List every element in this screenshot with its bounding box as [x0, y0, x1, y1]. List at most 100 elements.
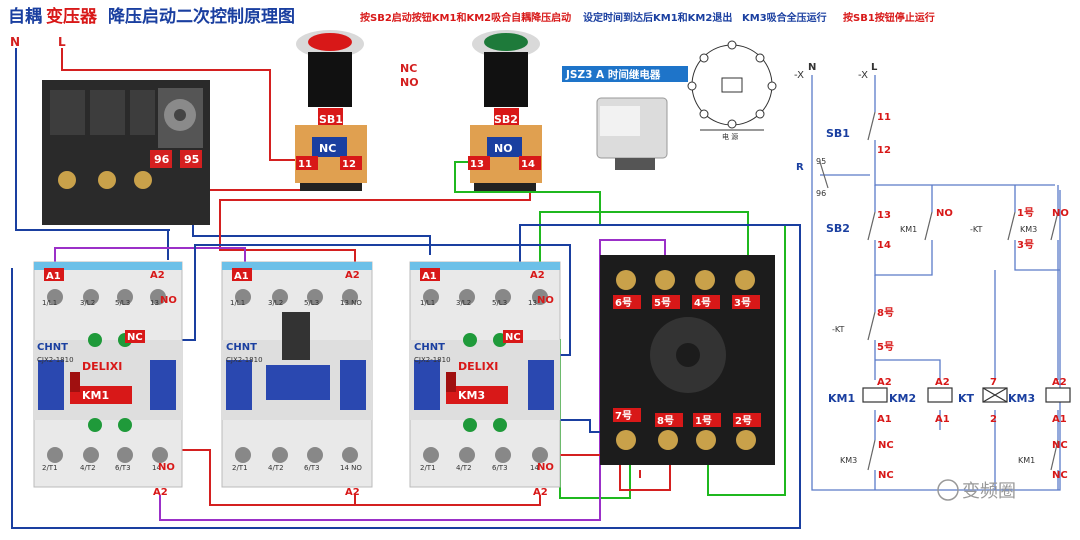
- sb1-pushbutton[interactable]: SB1 NC 11 12: [295, 30, 367, 191]
- sch-r95: 95: [816, 157, 826, 166]
- km2-term-t2: 4/T2: [268, 464, 284, 472]
- wire-sb2-out: [219, 162, 531, 268]
- wire-l: [61, 48, 296, 161]
- km1-term-13: 13: [150, 299, 159, 307]
- sch-x-l: -X: [858, 70, 868, 81]
- sch-t11: 11: [877, 112, 891, 123]
- km3-name: KM3: [458, 389, 485, 402]
- km1-no-label: NO: [160, 295, 177, 306]
- sb2-pushbutton[interactable]: SB2 NO 13 14: [468, 30, 542, 191]
- sch-a1-2: A1: [935, 414, 950, 425]
- sch-seven: 7: [990, 377, 997, 388]
- sb2-terminal-14: 14: [521, 159, 535, 170]
- relay-pin-1: 1号: [695, 415, 712, 427]
- wire-purple-a1: [54, 247, 246, 268]
- sch-nc-3: NC: [1052, 440, 1068, 451]
- header-note-1: 按SB2启动按钮KM1和KM2吸合自耦降压启动: [360, 11, 571, 24]
- sb2-terminal-13: 13: [470, 159, 484, 170]
- km3-term-l2: 3/L2: [456, 299, 471, 307]
- green-button-cap[interactable]: [484, 33, 528, 51]
- km1-no-bottom-label: NO: [158, 462, 175, 473]
- header-note-4: 按SB1按钮停止运行: [843, 11, 935, 24]
- km1-term-14: 14: [152, 464, 161, 472]
- header-note-2: 设定时间到达后KM1和KM2退出: [583, 11, 732, 24]
- sch-coil-kt: KT: [958, 392, 975, 405]
- sch-n: N: [808, 62, 816, 73]
- km3-term-t2: 4/T2: [456, 464, 472, 472]
- km2-term-l3: 5/L3: [304, 299, 319, 307]
- km1-a2-label: A2: [150, 270, 165, 281]
- km2-term-t3: 6/T3: [304, 464, 320, 472]
- relay-pin-8: 8号: [657, 415, 674, 427]
- km3-term-14: 14: [530, 464, 539, 472]
- sch-a2-2: A2: [935, 377, 950, 388]
- ladder-schematic: -X N -X L SB1 11 12 R 95 96 SB2 13 14 KM…: [794, 62, 1071, 491]
- km3-model: CJX2-1810: [414, 356, 451, 364]
- km3-term-l1: 1/L1: [420, 299, 435, 307]
- sch-two: 2: [990, 414, 997, 425]
- relay-pin-4: 4号: [694, 297, 711, 309]
- km1-maker: DELIXI: [82, 360, 122, 373]
- overload-96-tag: [150, 150, 172, 168]
- km3-term-t3: 6/T3: [492, 464, 508, 472]
- sch-coil-km3: KM3: [1008, 392, 1035, 405]
- sch-nc-2: NC: [878, 470, 894, 481]
- sb1-contact-label: NC: [319, 142, 336, 155]
- power-n-label: N: [10, 35, 20, 49]
- sb2-label: SB2: [494, 113, 518, 126]
- overload-95-tag: [180, 150, 202, 168]
- sch-ilk-km1: KM1: [1018, 456, 1035, 465]
- km3-a1-label: A1: [422, 271, 437, 282]
- wire-n: [15, 48, 170, 231]
- km2-model: CJX2-1810: [226, 356, 263, 364]
- km3-term-l3: 5/L3: [492, 299, 507, 307]
- contactor-km1: A1 A2 NO NC 1/L1 3/L2 5/L3 13 CHNT CJX2-…: [33, 261, 183, 498]
- sch-sb1: SB1: [826, 127, 850, 140]
- sch-sb2: SB2: [826, 222, 850, 235]
- sch-ilk-km3: KM3: [840, 456, 857, 465]
- km1-term-t3: 6/T3: [115, 464, 131, 472]
- km3-a2-label: A2: [530, 270, 545, 281]
- sch-a2-3: A2: [1052, 377, 1067, 388]
- km2-term-13: 13 NO: [340, 299, 362, 307]
- overload-95-label: 95: [184, 153, 199, 166]
- sch-nc-1: NC: [878, 440, 894, 451]
- sb1-terminal-12: 12: [342, 159, 356, 170]
- km1-a1-label: A1: [46, 271, 61, 282]
- sch-t14: 14: [877, 240, 891, 251]
- contactor-km3: A1 A2 NO NC 1/L1 3/L2 5/L3 13 CHNT CJX2-…: [409, 261, 561, 498]
- legend-no: NO: [400, 76, 419, 89]
- chat-icon: [937, 479, 959, 501]
- wire-green-top: [539, 211, 749, 268]
- contactor-km2: A1 A2 1/L1 3/L2 5/L3 13 NO CHNT CJX2-181…: [221, 261, 373, 498]
- time-relay-module: JSZ3 A 时间继电器: [562, 66, 688, 170]
- sch-km3-aux: KM3: [1020, 225, 1037, 234]
- sch-a1-1: A1: [877, 414, 892, 425]
- title-part2: 变压器: [46, 6, 98, 27]
- thermal-overload-relay: 96 95: [42, 80, 210, 225]
- km2-term-l1: 1/L1: [230, 299, 245, 307]
- wire-red-km1-no: [160, 449, 356, 506]
- sch-r96: 96: [816, 189, 826, 198]
- sch-coil-km2: KM2: [889, 392, 916, 405]
- wire-red-a2-bus: [355, 495, 541, 506]
- sch-kt-nc: -KT: [832, 325, 845, 334]
- relay-pin-2: 2号: [735, 415, 752, 427]
- wire-red-relay: [545, 450, 671, 491]
- relay-pin-6: 6号: [615, 297, 632, 309]
- relay-pin-7: 7号: [615, 410, 632, 422]
- km1-brand: CHNT: [37, 342, 68, 353]
- sch-t12: 12: [877, 145, 891, 156]
- wire-blue-outer: [11, 224, 801, 529]
- sch-kt-aux: -KT: [970, 225, 983, 234]
- km1-term-t1: 2/T1: [42, 464, 58, 472]
- km3-nc-label: NC: [505, 332, 521, 343]
- sch-t13: 13: [877, 210, 891, 221]
- sch-no-2: NO: [1052, 208, 1069, 219]
- sb2-contact-label: NO: [494, 142, 513, 155]
- sch-a1-3: A1: [1052, 414, 1067, 425]
- sch-p1: 1号: [1017, 207, 1034, 219]
- schematic-switches: [819, 111, 1059, 471]
- red-button-cap[interactable]: [308, 33, 352, 51]
